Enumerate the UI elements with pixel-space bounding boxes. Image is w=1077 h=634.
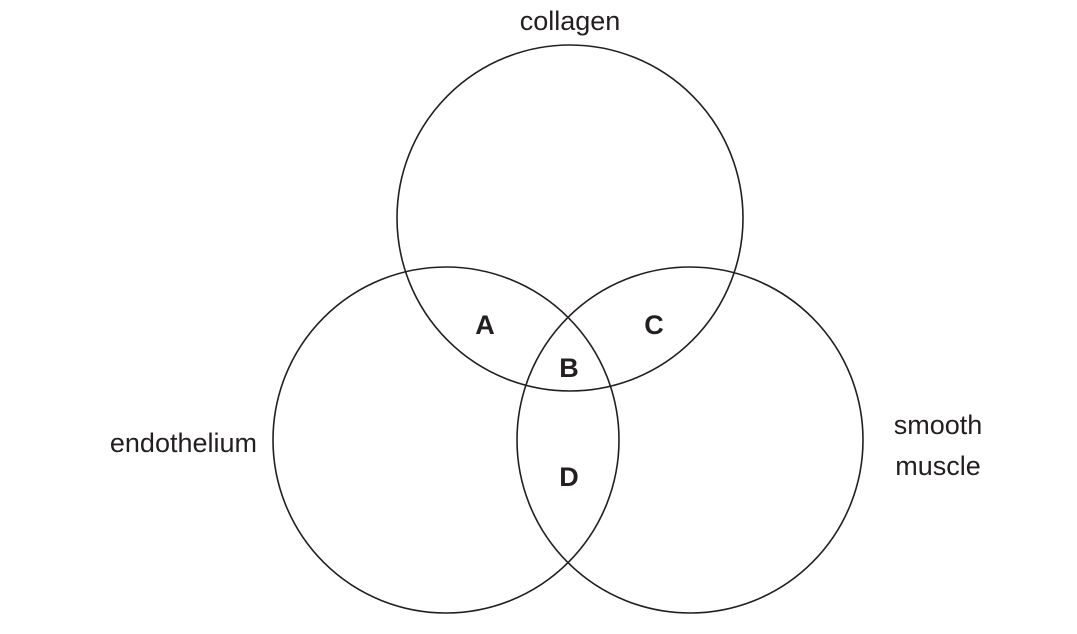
region-a-label: A <box>475 310 495 340</box>
smooth-muscle-label-line1: smooth <box>894 410 983 440</box>
endothelium-circle <box>272 266 620 614</box>
collagen-circle <box>396 44 744 392</box>
region-b-label: B <box>559 353 579 383</box>
collagen-label: collagen <box>520 6 621 36</box>
smooth-muscle-circle <box>516 266 864 614</box>
smooth-muscle-label-line2: muscle <box>895 451 981 481</box>
region-d-label: D <box>559 462 579 492</box>
endothelium-label: endothelium <box>110 428 257 458</box>
region-c-label: C <box>644 310 664 340</box>
